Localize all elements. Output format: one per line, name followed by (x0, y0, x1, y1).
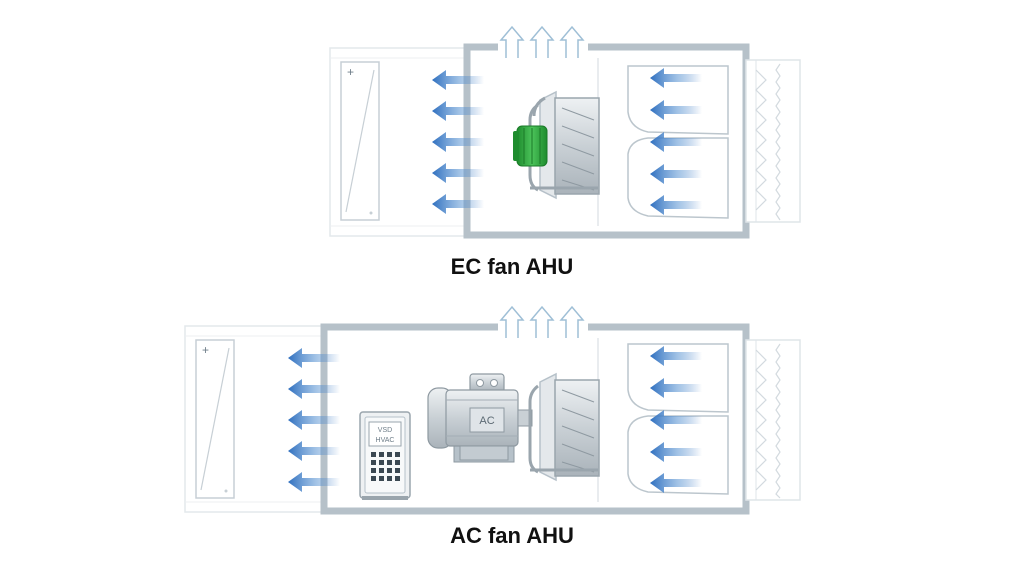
ac-motor-label: AC (479, 415, 494, 427)
airflow-arrow-icon (650, 132, 702, 152)
ac-intake-arrows (650, 346, 702, 493)
vfd-panel-icon: VSD HVAC (359, 411, 411, 500)
exhaust-arrow-icon (499, 25, 525, 58)
ec-supply-arrows (432, 70, 484, 214)
fan-impeller-icon (528, 90, 600, 200)
ac-ahu-caption: AC fan AHU (450, 523, 574, 548)
ec-intake-arrows (650, 68, 702, 215)
vfd-label-line2: HVAC (376, 437, 395, 444)
vfd-label-line1: VSD (378, 427, 392, 434)
airflow-arrow-icon (288, 472, 340, 492)
ac-ahu: + VSD HVAC (184, 305, 801, 515)
airflow-arrow-icon (650, 100, 702, 120)
filter-icon: + (340, 61, 380, 221)
exhaust-arrow-icon (559, 25, 585, 58)
airflow-arrow-icon (288, 348, 340, 368)
ec-ahu-caption: EC fan AHU (450, 254, 574, 279)
airflow-arrow-icon (432, 163, 484, 183)
exhaust-arrow-icon (529, 25, 555, 58)
ec-motor-icon (513, 125, 548, 167)
airflow-arrow-icon (288, 441, 340, 461)
vfd-keypad (371, 452, 400, 481)
fan-impeller-icon (528, 372, 600, 482)
ec-intake-grille (745, 59, 801, 223)
svg-text:+: + (347, 65, 354, 79)
exhaust-arrow-icon (529, 305, 555, 338)
filter-icon: + (195, 339, 235, 499)
airflow-arrow-icon (650, 164, 702, 184)
ec-ahu: + (329, 25, 801, 239)
exhaust-arrow-icon (499, 305, 525, 338)
airflow-arrow-icon (650, 68, 702, 88)
ec-exhaust-arrows (499, 25, 585, 58)
airflow-arrow-icon (650, 346, 702, 366)
airflow-arrow-icon (432, 70, 484, 90)
airflow-arrow-icon (432, 194, 484, 214)
airflow-arrow-icon (432, 132, 484, 152)
airflow-arrow-icon (650, 195, 702, 215)
airflow-arrow-icon (650, 442, 702, 462)
exhaust-arrow-icon (559, 305, 585, 338)
airflow-arrow-icon (650, 410, 702, 430)
airflow-arrow-icon (432, 101, 484, 121)
ac-supply-arrows (288, 348, 340, 492)
ac-intake-grille (745, 339, 801, 501)
airflow-arrow-icon (288, 410, 340, 430)
airflow-arrow-icon (288, 379, 340, 399)
airflow-arrow-icon (650, 378, 702, 398)
airflow-arrow-icon (650, 473, 702, 493)
ac-exhaust-arrows (499, 305, 585, 338)
svg-text:+: + (202, 343, 209, 357)
